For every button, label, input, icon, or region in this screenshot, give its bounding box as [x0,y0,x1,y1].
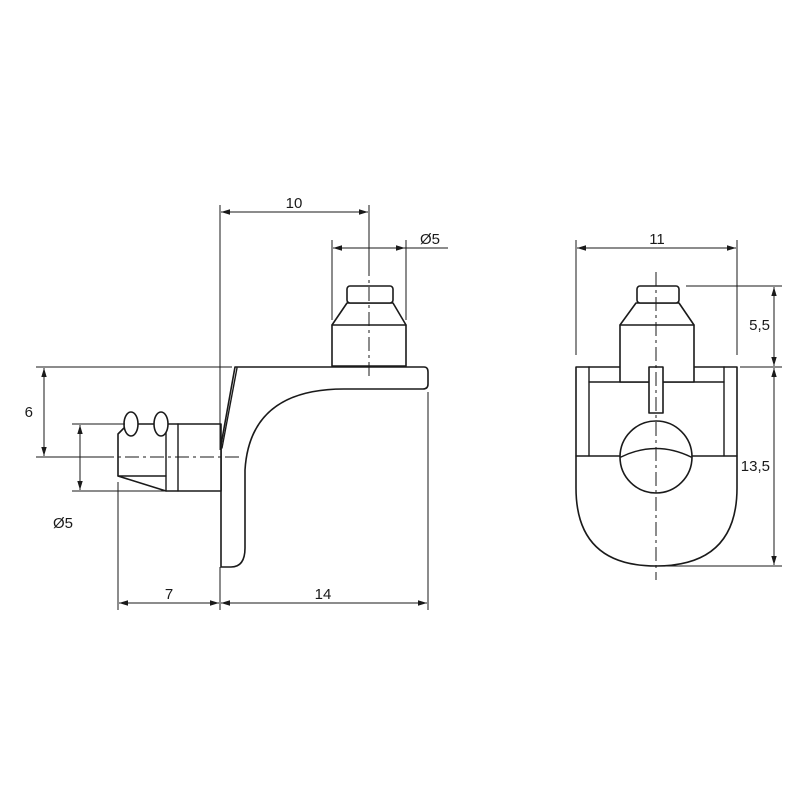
dim-front-body-height: 13,5 [741,458,770,475]
side-peg-ridge [153,411,169,437]
dim-side-base-length: 14 [315,586,332,603]
side-top-pin-cap [346,285,394,304]
dim-side-peg-diameter: Ø5 [53,515,73,532]
side-bracket-body [220,366,429,568]
dim-side-top-width: 10 [286,195,303,212]
side-peg-ridge [123,411,139,437]
front-top-pin-cap [636,285,680,304]
dim-side-pin-diameter: Ø5 [420,231,440,248]
dim-side-height: 6 [25,404,33,421]
dim-front-pin-height: 5,5 [749,317,770,334]
front-dimensions: 11 5,5 13,5 [575,231,782,567]
side-view [100,262,429,568]
dim-side-peg-length: 7 [165,586,173,603]
dim-front-width: 11 [649,231,665,248]
side-dimensions: 10 Ø5 6 Ø5 7 14 [25,195,448,610]
side-bracket-inner-edge [221,367,238,449]
front-view [575,272,738,580]
